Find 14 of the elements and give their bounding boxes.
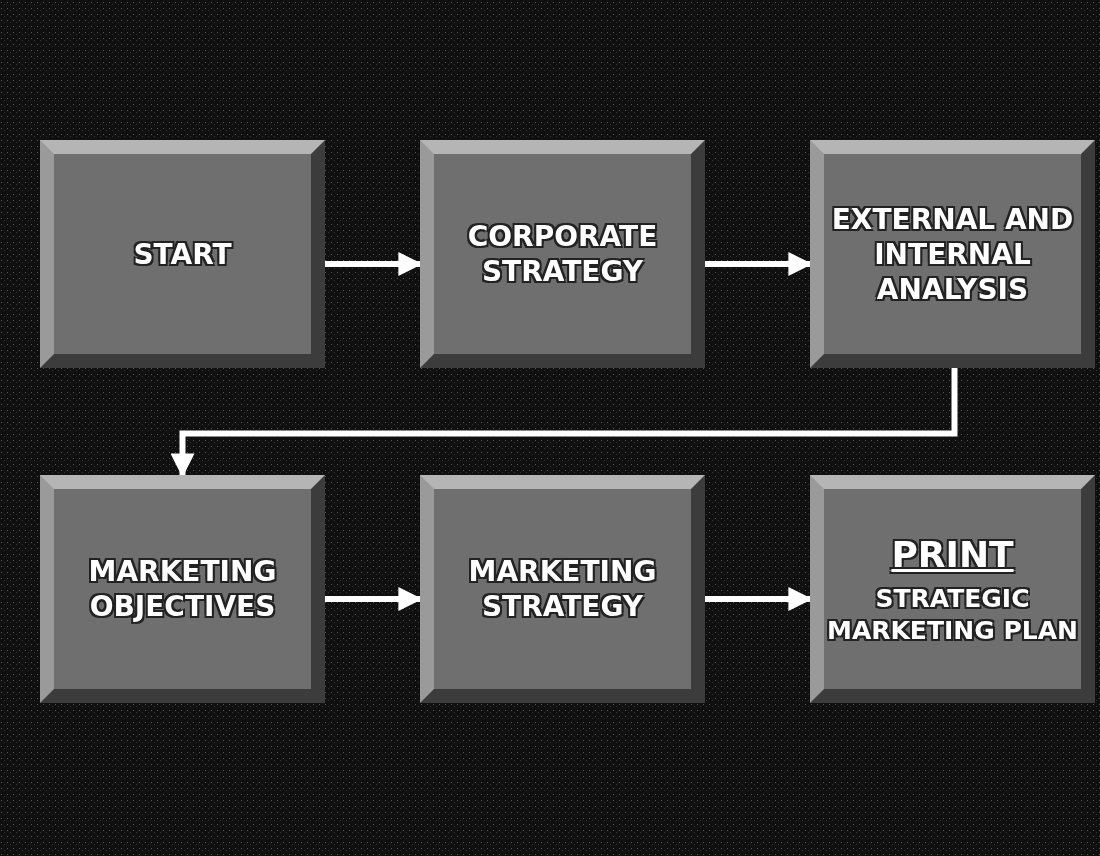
process-box xyxy=(810,140,1095,368)
box-label: EXTERNAL AND INTERNAL ANALYSIS xyxy=(830,201,1075,307)
box-label: STRATEGIC MARKETING PLAN xyxy=(826,583,1079,646)
box-label: MARKETING STRATEGY xyxy=(467,554,658,624)
box-label: MARKETING OBJECTIVES xyxy=(87,554,278,624)
process-box xyxy=(420,140,705,368)
box-label: CORPORATE STRATEGY xyxy=(466,219,659,289)
heading-text: PRINT xyxy=(891,533,1014,578)
arrow xyxy=(170,368,958,478)
process-box xyxy=(40,140,325,368)
box-label: START xyxy=(133,236,232,272)
process-box xyxy=(810,475,1095,703)
process-box xyxy=(40,475,325,703)
process-box xyxy=(420,475,705,703)
